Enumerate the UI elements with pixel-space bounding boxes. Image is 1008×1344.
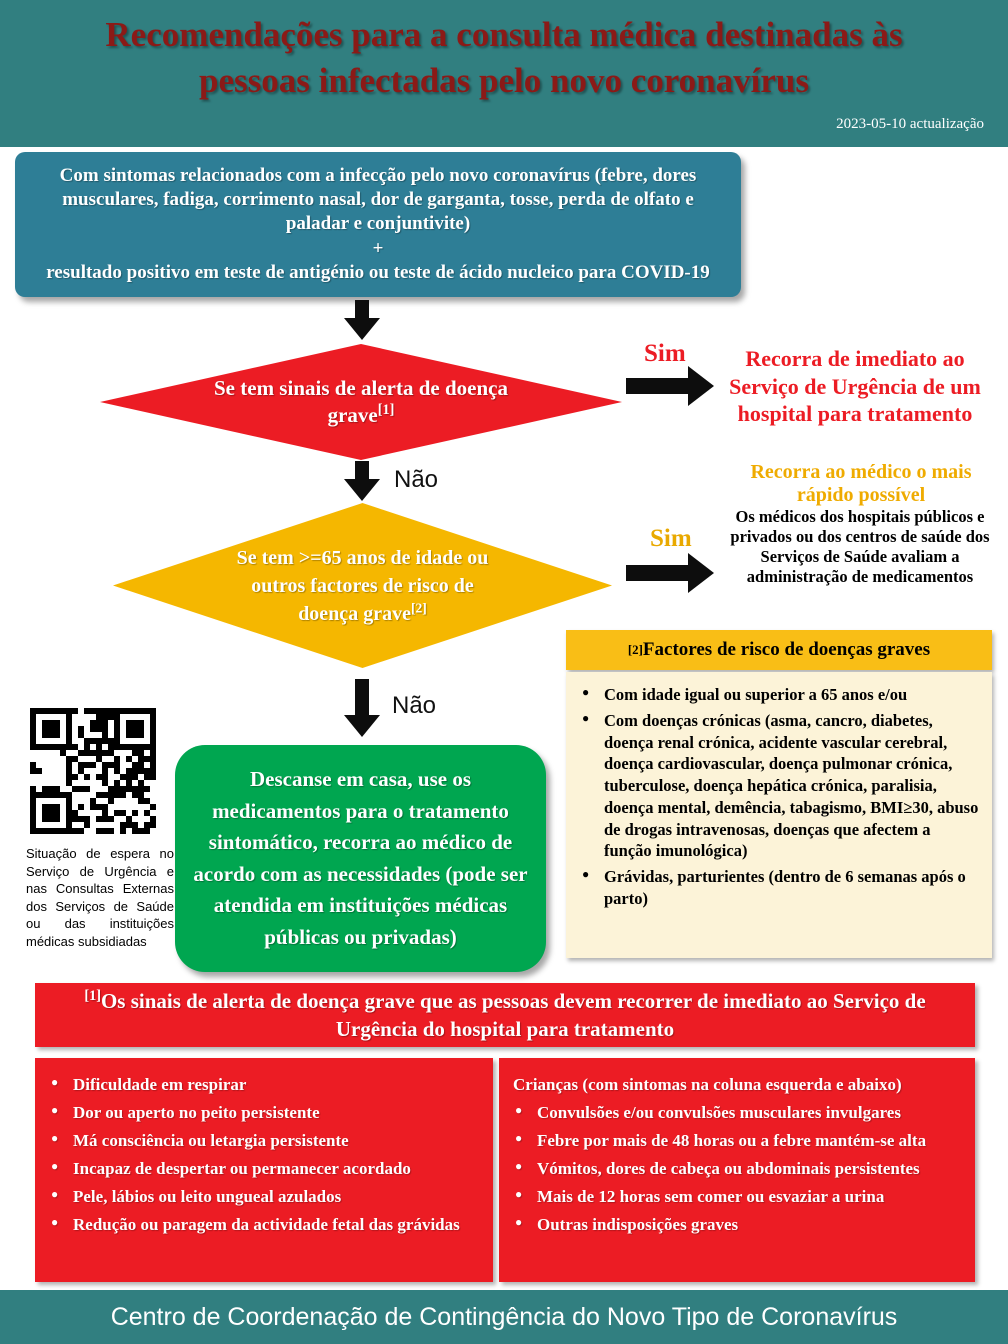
symptoms-text: Com sintomas relacionados com a infecção… <box>59 164 697 235</box>
page-title-line2: pessoas infectadas pelo novo coronavírus <box>199 60 809 100</box>
arrow-shaft <box>355 300 369 318</box>
risk-factor-item: Com idade igual ou superior a 65 anos e/… <box>576 684 980 706</box>
decision2-ref: [2] <box>410 599 427 615</box>
decision-risk-factors-diamond: Se tem >=65 anos de idade ou outros fact… <box>113 503 612 668</box>
flow-arrow-right-2 <box>626 553 716 593</box>
home-care-text: Descanse em casa, use os medicamentos pa… <box>193 767 528 949</box>
risk-factor-item: Grávidas, parturientes (dentro de 6 sema… <box>576 866 980 910</box>
footer: Centro de Coordenação de Contingência do… <box>0 1290 1008 1344</box>
decision1-text: Se tem sinais de alerta de doença grave <box>214 375 508 427</box>
flow-arrow-down-2 <box>344 461 380 501</box>
adult-warning-item: Dificuldade em respirar <box>45 1074 479 1096</box>
arrow-shaft <box>355 461 369 479</box>
decision1-yes-label: Sim <box>644 340 686 367</box>
children-warning-item: Mais de 12 horas sem comer ou esvaziar a… <box>509 1186 961 1208</box>
children-warning-item: Convulsões e/ou convulsões musculares in… <box>509 1102 961 1124</box>
emergency-result-text: Recorra de imediato ao Serviço de Urgênc… <box>729 346 981 426</box>
decision2-yes-label: Sim <box>650 525 692 552</box>
children-warning-panel: Crianças (com sintomas na coluna esquerd… <box>499 1058 975 1282</box>
adult-warning-panel: Dificuldade em respirar Dor ou aperto no… <box>35 1058 493 1282</box>
warning-signs-title-text: Os sinais de alerta de doença grave que … <box>100 988 926 1041</box>
arrow-shaft <box>355 679 369 715</box>
decision-severe-signs-text: Se tem sinais de alerta de doença grave[… <box>186 375 536 430</box>
flow-arrow-right-1 <box>626 366 716 406</box>
risk-factor-item: Com doenças crónicas (asma, cancro, diab… <box>576 710 980 862</box>
decision2-text: Se tem >=65 anos de idade ou outros fact… <box>236 546 489 625</box>
adult-warning-item: Pele, lábios ou leito ungueal azulados <box>45 1186 479 1208</box>
arrow-head <box>688 553 714 593</box>
children-warning-item: Outras indisposições graves <box>509 1214 961 1236</box>
warning-signs-banner: [1]Os sinais de alerta de doença grave q… <box>35 983 975 1047</box>
page-title-line1: Recomendações para a consulta médica des… <box>105 15 903 54</box>
footer-text: Centro de Coordenação de Contingência do… <box>110 1302 898 1331</box>
arrow-head <box>344 479 380 501</box>
risk-factors-title: [2]Factores de risco de doenças graves <box>566 630 992 670</box>
positive-test-text: resultado positivo em teste de antigénio… <box>46 261 710 283</box>
children-warning-list: Convulsões e/ou convulsões musculares in… <box>509 1102 961 1236</box>
arrow-shaft <box>626 565 688 581</box>
risk-factors-title-text: Factores de risco de doenças graves <box>642 639 931 660</box>
risk-factors-panel: Com idade igual ou superior a 65 anos e/… <box>566 672 992 958</box>
flow-arrow-down-3 <box>344 679 380 737</box>
decision-risk-factors-text: Se tem >=65 anos de idade ou outros fact… <box>237 544 489 628</box>
adult-warning-item: Incapaz de despertar ou permanecer acord… <box>45 1158 479 1180</box>
qr-code <box>30 708 156 834</box>
arrow-head <box>344 318 380 340</box>
adult-warning-item: Má consciência ou letargia persistente <box>45 1130 479 1152</box>
home-care-box: Descanse em casa, use os medicamentos pa… <box>175 745 546 972</box>
adult-warning-item: Dor ou aperto no peito persistente <box>45 1102 479 1124</box>
children-warning-item: Febre por mais de 48 horas ou a febre ma… <box>509 1130 961 1152</box>
adult-warning-list: Dificuldade em respirar Dor ou aperto no… <box>45 1074 479 1237</box>
header: Recomendações para a consulta médica des… <box>0 0 1008 147</box>
decision1-no-label: Não <box>394 466 439 493</box>
qr-caption: Situação de espera no Serviço de Urgênci… <box>26 846 174 949</box>
update-date: 2023-05-10 actualização <box>836 116 984 132</box>
warning-signs-ref: [1] <box>84 987 101 1004</box>
doctor-result-text: Os médicos dos hospitais públicos e priv… <box>730 507 990 587</box>
children-warning-title: Crianças (com sintomas na coluna esquerd… <box>513 1075 902 1094</box>
flow-arrow-down-1 <box>344 300 380 340</box>
decision-severe-signs-diamond: Se tem sinais de alerta de doença grave[… <box>100 344 622 460</box>
risk-factors-list: Com idade igual ou superior a 65 anos e/… <box>576 684 980 910</box>
decision1-ref: [1] <box>377 402 395 418</box>
decision2-no-label: Não <box>392 692 437 719</box>
arrow-shaft <box>626 378 688 394</box>
doctor-result-title: Recorra ao médico o mais rápido possível <box>750 461 972 506</box>
plus-sign: + <box>372 237 384 259</box>
arrow-head <box>688 366 714 406</box>
symptoms-condition-box: Com sintomas relacionados com a infecção… <box>15 152 741 297</box>
children-warning-item: Vómitos, dores de cabeça ou abdominais p… <box>509 1158 961 1180</box>
page-title: Recomendações para a consulta médica des… <box>0 0 1008 103</box>
arrow-head <box>344 715 380 737</box>
warning-signs-title: [1]Os sinais de alerta de doença grave q… <box>65 987 945 1044</box>
adult-warning-item: Redução ou paragem da actividade fetal d… <box>45 1214 479 1236</box>
